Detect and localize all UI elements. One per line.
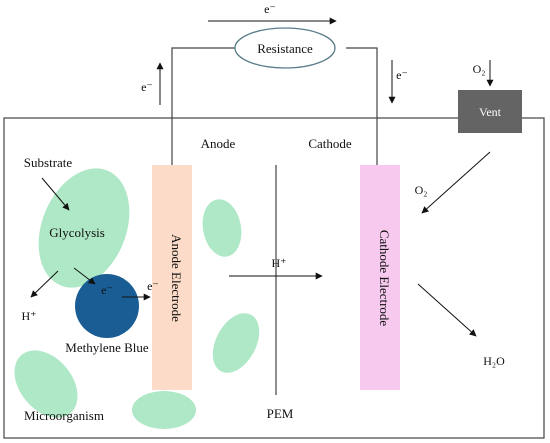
microorganism-anode-top: [202, 199, 242, 257]
anode-electrode: [152, 165, 192, 390]
electron-label-top: e⁻: [264, 2, 276, 16]
resistance-label: Resistance: [257, 41, 313, 56]
pem-label: PEM: [267, 406, 294, 421]
vent-label: Vent: [479, 105, 502, 119]
microorganism-bottom-mid: [132, 391, 196, 429]
proton-release-label: H⁺: [22, 309, 37, 323]
oxygen-inlet-label: O₂: [473, 62, 486, 76]
methylene-blue-mediator: [75, 274, 139, 338]
electron-label-right: e⁻: [396, 68, 408, 82]
water-label: H₂O: [483, 354, 505, 368]
chamber-outline: [3, 117, 545, 439]
anode-electrode-label: Anode Electrode: [169, 234, 184, 322]
circuit-wire-right: [346, 47, 378, 165]
microorganism-bottom-left: [14, 350, 78, 418]
cathode-electrode-label: Cathode Electrode: [377, 230, 392, 327]
circuit-wire-left: [171, 47, 236, 165]
glycolysis-to-mediator-arrow: [73, 267, 96, 285]
microorganism-label: Microorganism: [24, 408, 104, 423]
vent-oxygen-arrow: [421, 151, 491, 214]
resistance-element: [234, 27, 336, 69]
cathode-electrode: [360, 165, 400, 390]
proton-release-arrow: [30, 270, 59, 298]
water-formation-arrow: [417, 283, 477, 337]
substrate-arrow: [41, 177, 70, 211]
substrate-label: Substrate: [24, 155, 73, 170]
microorganism-large: [38, 168, 130, 288]
mediator-electron-label: e⁻: [101, 283, 113, 297]
methylene-blue-label: Methylene Blue: [65, 340, 149, 355]
anode-electron-label: e⁻: [147, 279, 159, 293]
microorganism-anode-mid: [212, 313, 260, 373]
vent-box: [458, 90, 522, 133]
anode-label: Anode: [201, 136, 236, 151]
cathode-label: Cathode: [308, 136, 352, 151]
electron-label-left: e⁻: [141, 80, 153, 94]
glycolysis-label: Glycolysis: [49, 225, 105, 240]
cathode-oxygen-label: O₂: [415, 183, 428, 197]
proton-transfer-label: H⁺: [272, 256, 287, 270]
